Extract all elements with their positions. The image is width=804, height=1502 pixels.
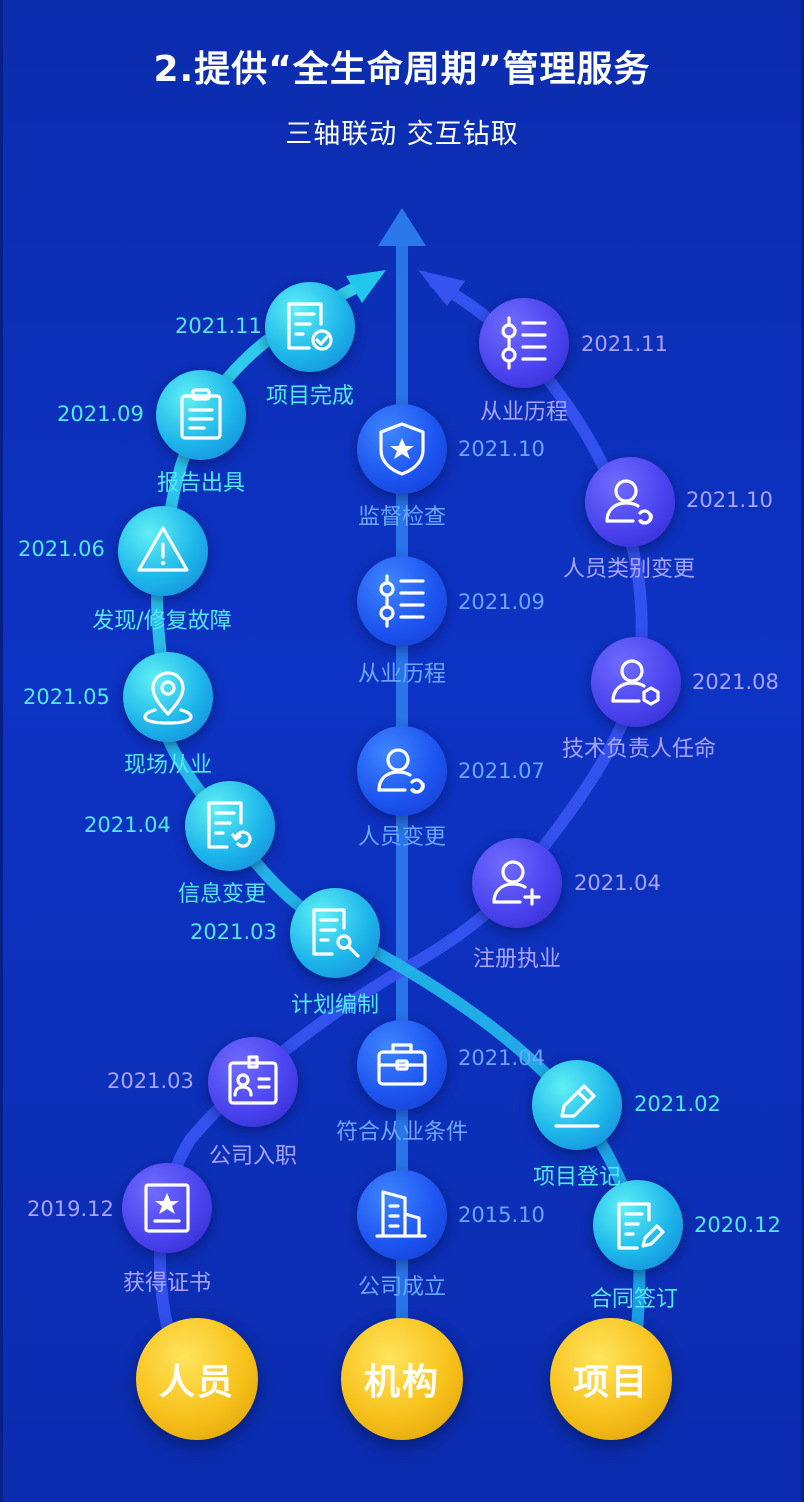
building-icon[interactable] (357, 1170, 447, 1260)
warning-icon[interactable] (118, 506, 208, 596)
document-check-icon[interactable] (265, 282, 355, 372)
project-label: 现场从业 (123, 753, 213, 778)
base-person[interactable]: 人员 (136, 1318, 258, 1440)
project-date: 2021.09 (57, 402, 144, 426)
certificate-icon[interactable] (122, 1163, 212, 1253)
person-label: 人员类别变更 (562, 557, 696, 582)
timeline-icon[interactable] (479, 298, 569, 388)
project-date: 2020.12 (694, 1213, 781, 1237)
org-track-arrow-icon (378, 208, 426, 246)
clipboard-icon[interactable] (156, 370, 246, 460)
project-date: 2021.05 (23, 685, 110, 709)
page-title: 2.提供“全生命周期”管理服务 (153, 49, 651, 90)
location-pin-icon[interactable] (123, 652, 213, 742)
shield-star-icon[interactable] (357, 404, 447, 494)
person-label: 获得证书 (122, 1271, 212, 1296)
user-add-icon[interactable] (472, 838, 562, 928)
timeline-icon[interactable] (357, 556, 447, 646)
org-label: 人员变更 (357, 825, 447, 850)
org-date: 2021.09 (458, 590, 545, 614)
pen-icon[interactable] (532, 1060, 622, 1150)
project-label: 信息变更 (177, 882, 267, 907)
project-date: 2021.11 (175, 314, 262, 338)
user-switch-icon[interactable] (585, 457, 675, 547)
person-label: 注册执业 (472, 947, 562, 972)
person-date: 2021.08 (692, 670, 779, 694)
project-date: 2021.04 (84, 813, 171, 837)
org-date: 2021.04 (458, 1046, 545, 1070)
project-label: 计划编制 (290, 993, 380, 1018)
org-label: 从业历程 (357, 662, 447, 687)
person-label: 公司入职 (208, 1144, 298, 1169)
document-tool-icon[interactable] (290, 888, 380, 978)
org-label: 公司成立 (357, 1275, 447, 1300)
id-card-icon[interactable] (208, 1037, 298, 1127)
org-label: 监督检查 (357, 505, 447, 530)
person-date: 2021.10 (686, 488, 773, 512)
person-date: 2019.12 (27, 1197, 114, 1221)
person-date: 2021.11 (581, 332, 668, 356)
person-track-arrow-icon (418, 270, 465, 306)
project-date: 2021.03 (190, 920, 277, 944)
person-date: 2021.03 (107, 1069, 194, 1093)
base-org[interactable]: 机构 (341, 1318, 463, 1440)
org-label: 符合从业条件 (335, 1120, 469, 1145)
page-subtitle: 三轴联动 交互钻取 (285, 119, 519, 150)
user-switch-icon[interactable] (357, 726, 447, 816)
document-refresh-icon[interactable] (185, 781, 275, 871)
project-label: 报告出具 (156, 471, 246, 496)
project-date: 2021.02 (634, 1092, 721, 1116)
org-date: 2021.07 (458, 759, 545, 783)
org-date: 2015.10 (458, 1203, 545, 1227)
project-date: 2021.06 (18, 537, 105, 561)
base-project[interactable]: 项目 (550, 1318, 672, 1440)
person-label: 技术负责人任命 (561, 737, 717, 762)
project-label: 发现/修复故障 (92, 609, 232, 634)
user-settings-icon[interactable] (591, 637, 681, 727)
project-label: 合同签订 (589, 1287, 679, 1312)
project-label: 项目完成 (265, 384, 355, 409)
briefcase-icon[interactable] (357, 1020, 447, 1110)
project-label: 项目登记 (532, 1165, 622, 1190)
person-date: 2021.04 (574, 871, 661, 895)
contract-sign-icon[interactable] (593, 1180, 683, 1270)
org-date: 2021.10 (458, 437, 545, 461)
person-label: 从业历程 (479, 400, 569, 425)
project-track-arrow-icon (346, 270, 386, 303)
